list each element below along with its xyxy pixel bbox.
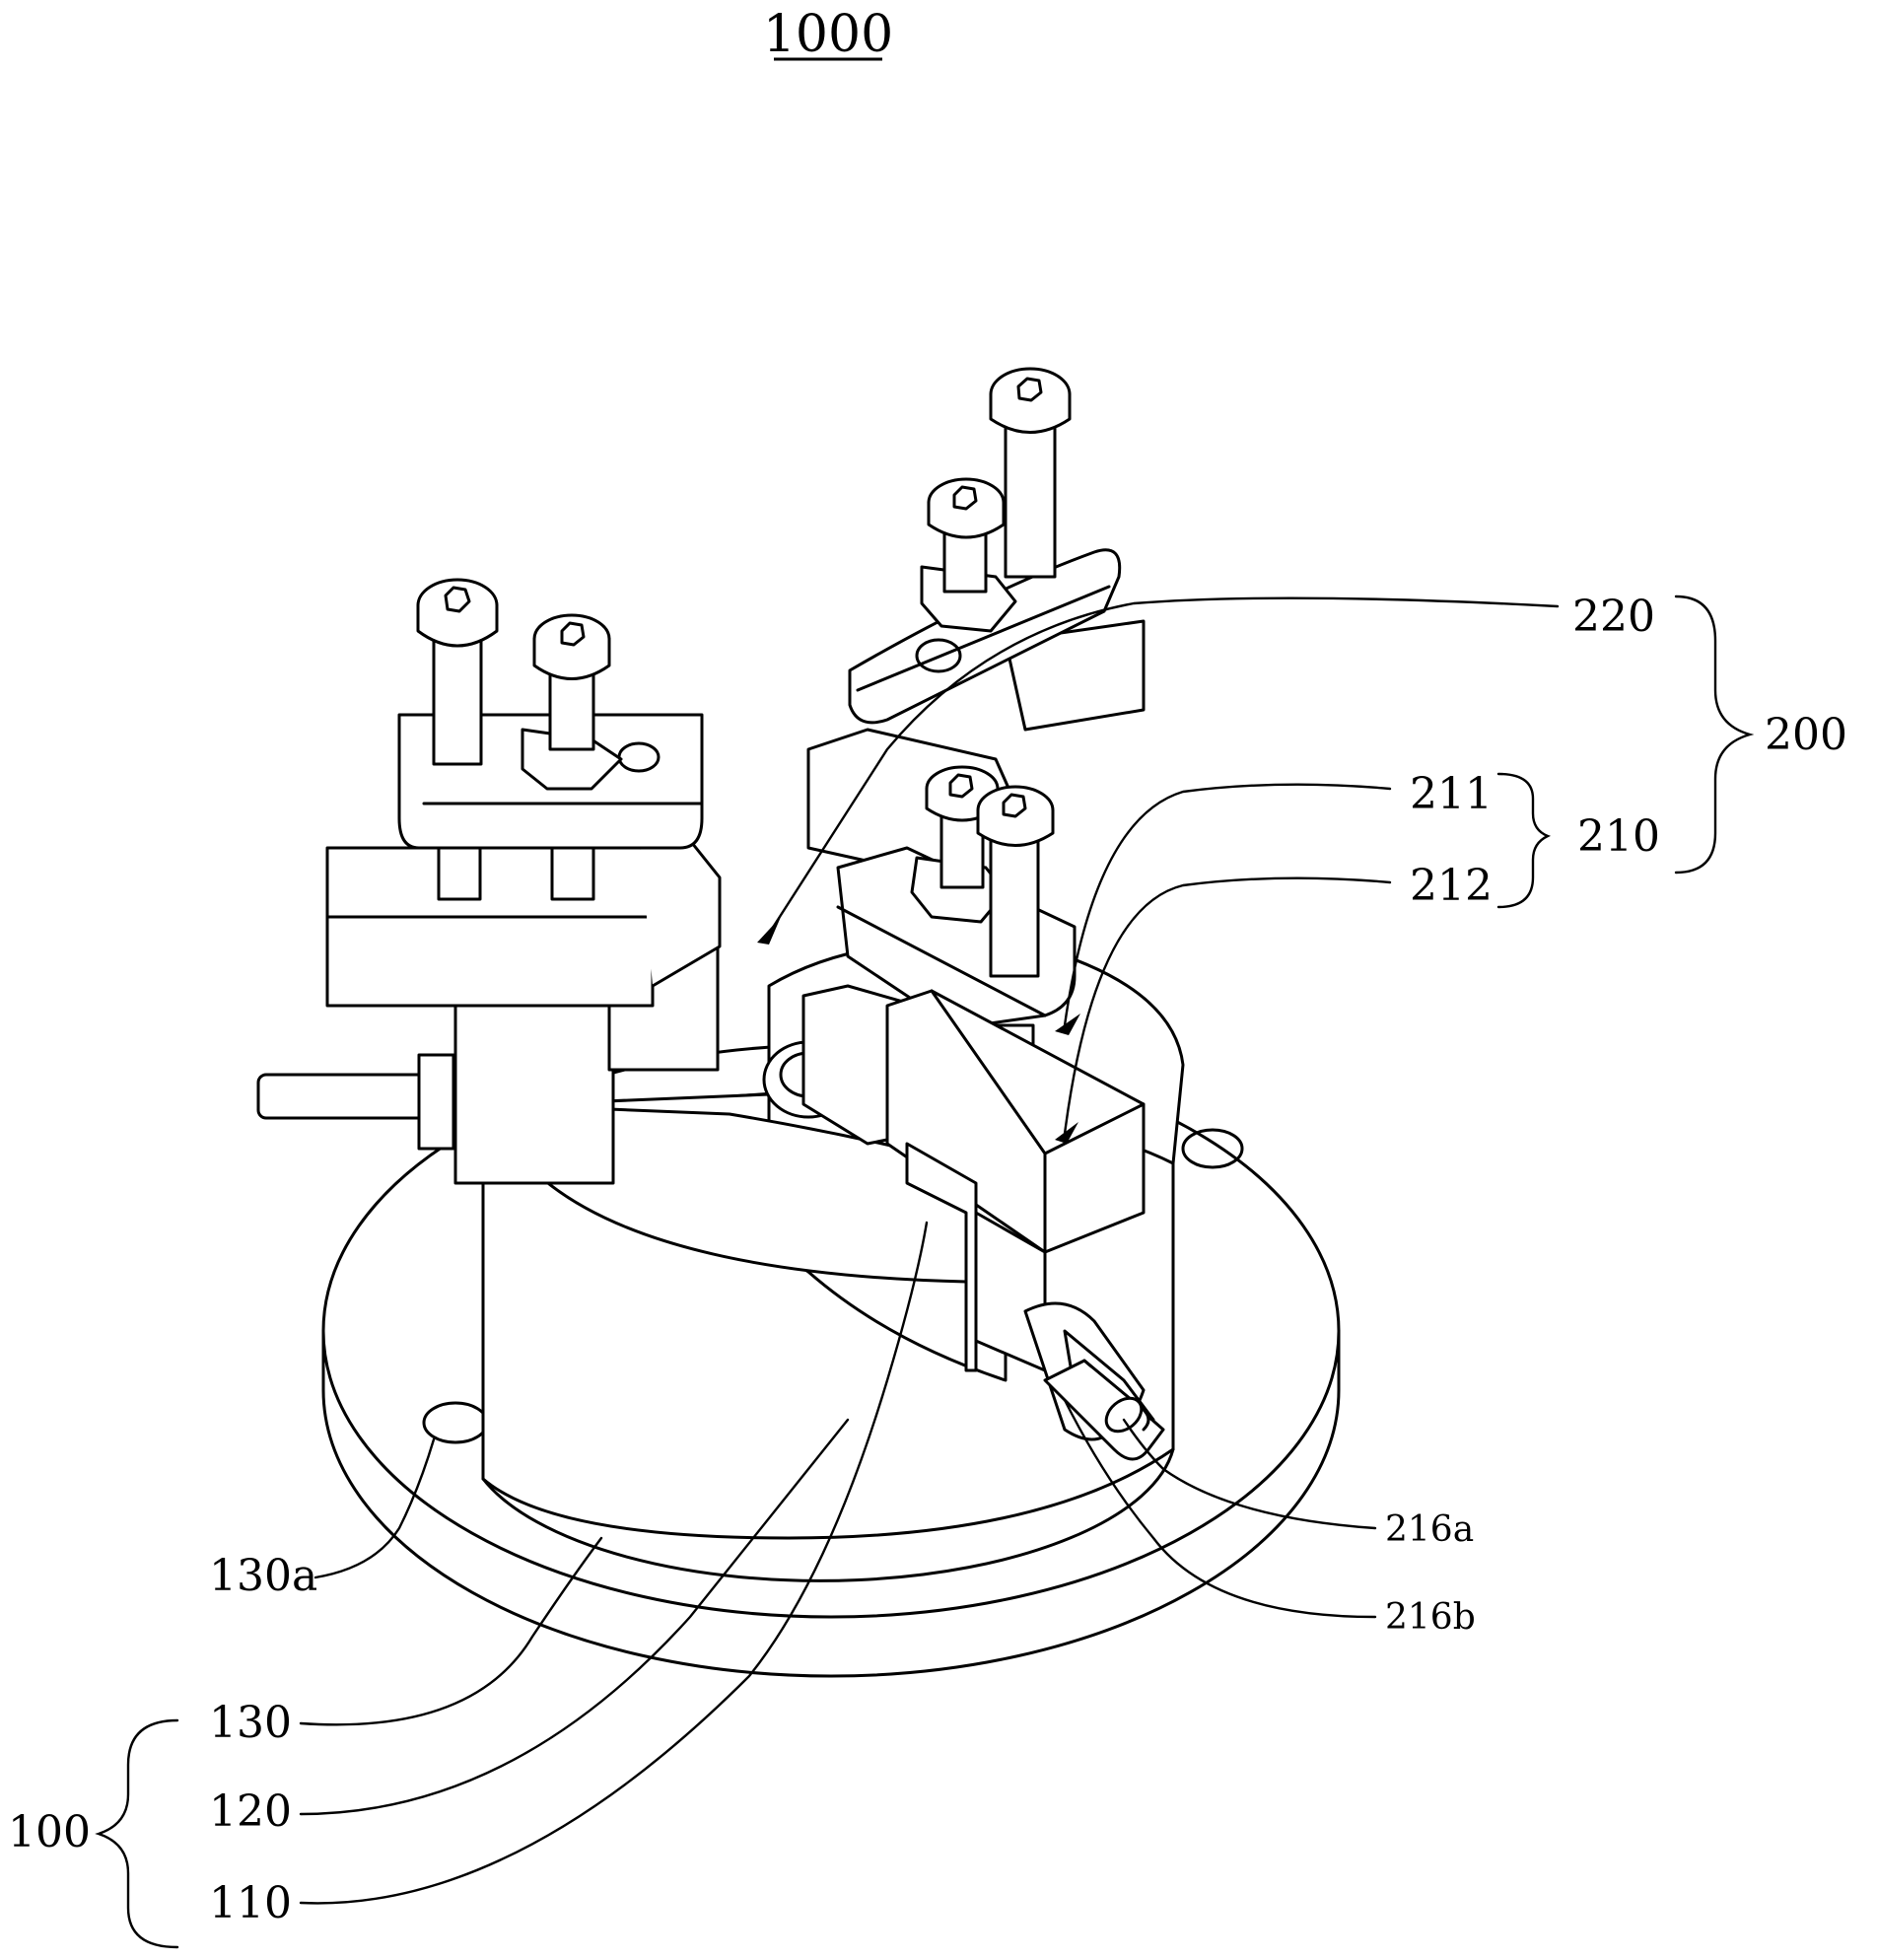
label-130: 130 (209, 1698, 292, 1748)
label-130a: 130a (209, 1551, 317, 1601)
mounting-hole (1181, 1128, 1244, 1169)
figure-title: 1000 (763, 5, 893, 64)
label-210: 210 (1577, 811, 1660, 862)
label-216a: 216a (1385, 1509, 1474, 1550)
label-220: 220 (1572, 592, 1655, 642)
braces (95, 595, 1755, 1949)
clamp-210 (836, 765, 1077, 1106)
label-212: 212 (1410, 861, 1493, 911)
left-clamp (256, 578, 722, 1185)
label-120: 120 (209, 1786, 292, 1837)
label-110: 110 (209, 1878, 292, 1928)
label-200: 200 (1765, 710, 1847, 760)
leader-lines (299, 596, 1560, 1905)
reference-labels: 220 200 211 210 212 216a 216b 130a 130 1… (8, 592, 1847, 1928)
label-100: 100 (8, 1807, 91, 1857)
label-216b: 216b (1385, 1597, 1476, 1638)
label-211: 211 (1410, 769, 1493, 819)
